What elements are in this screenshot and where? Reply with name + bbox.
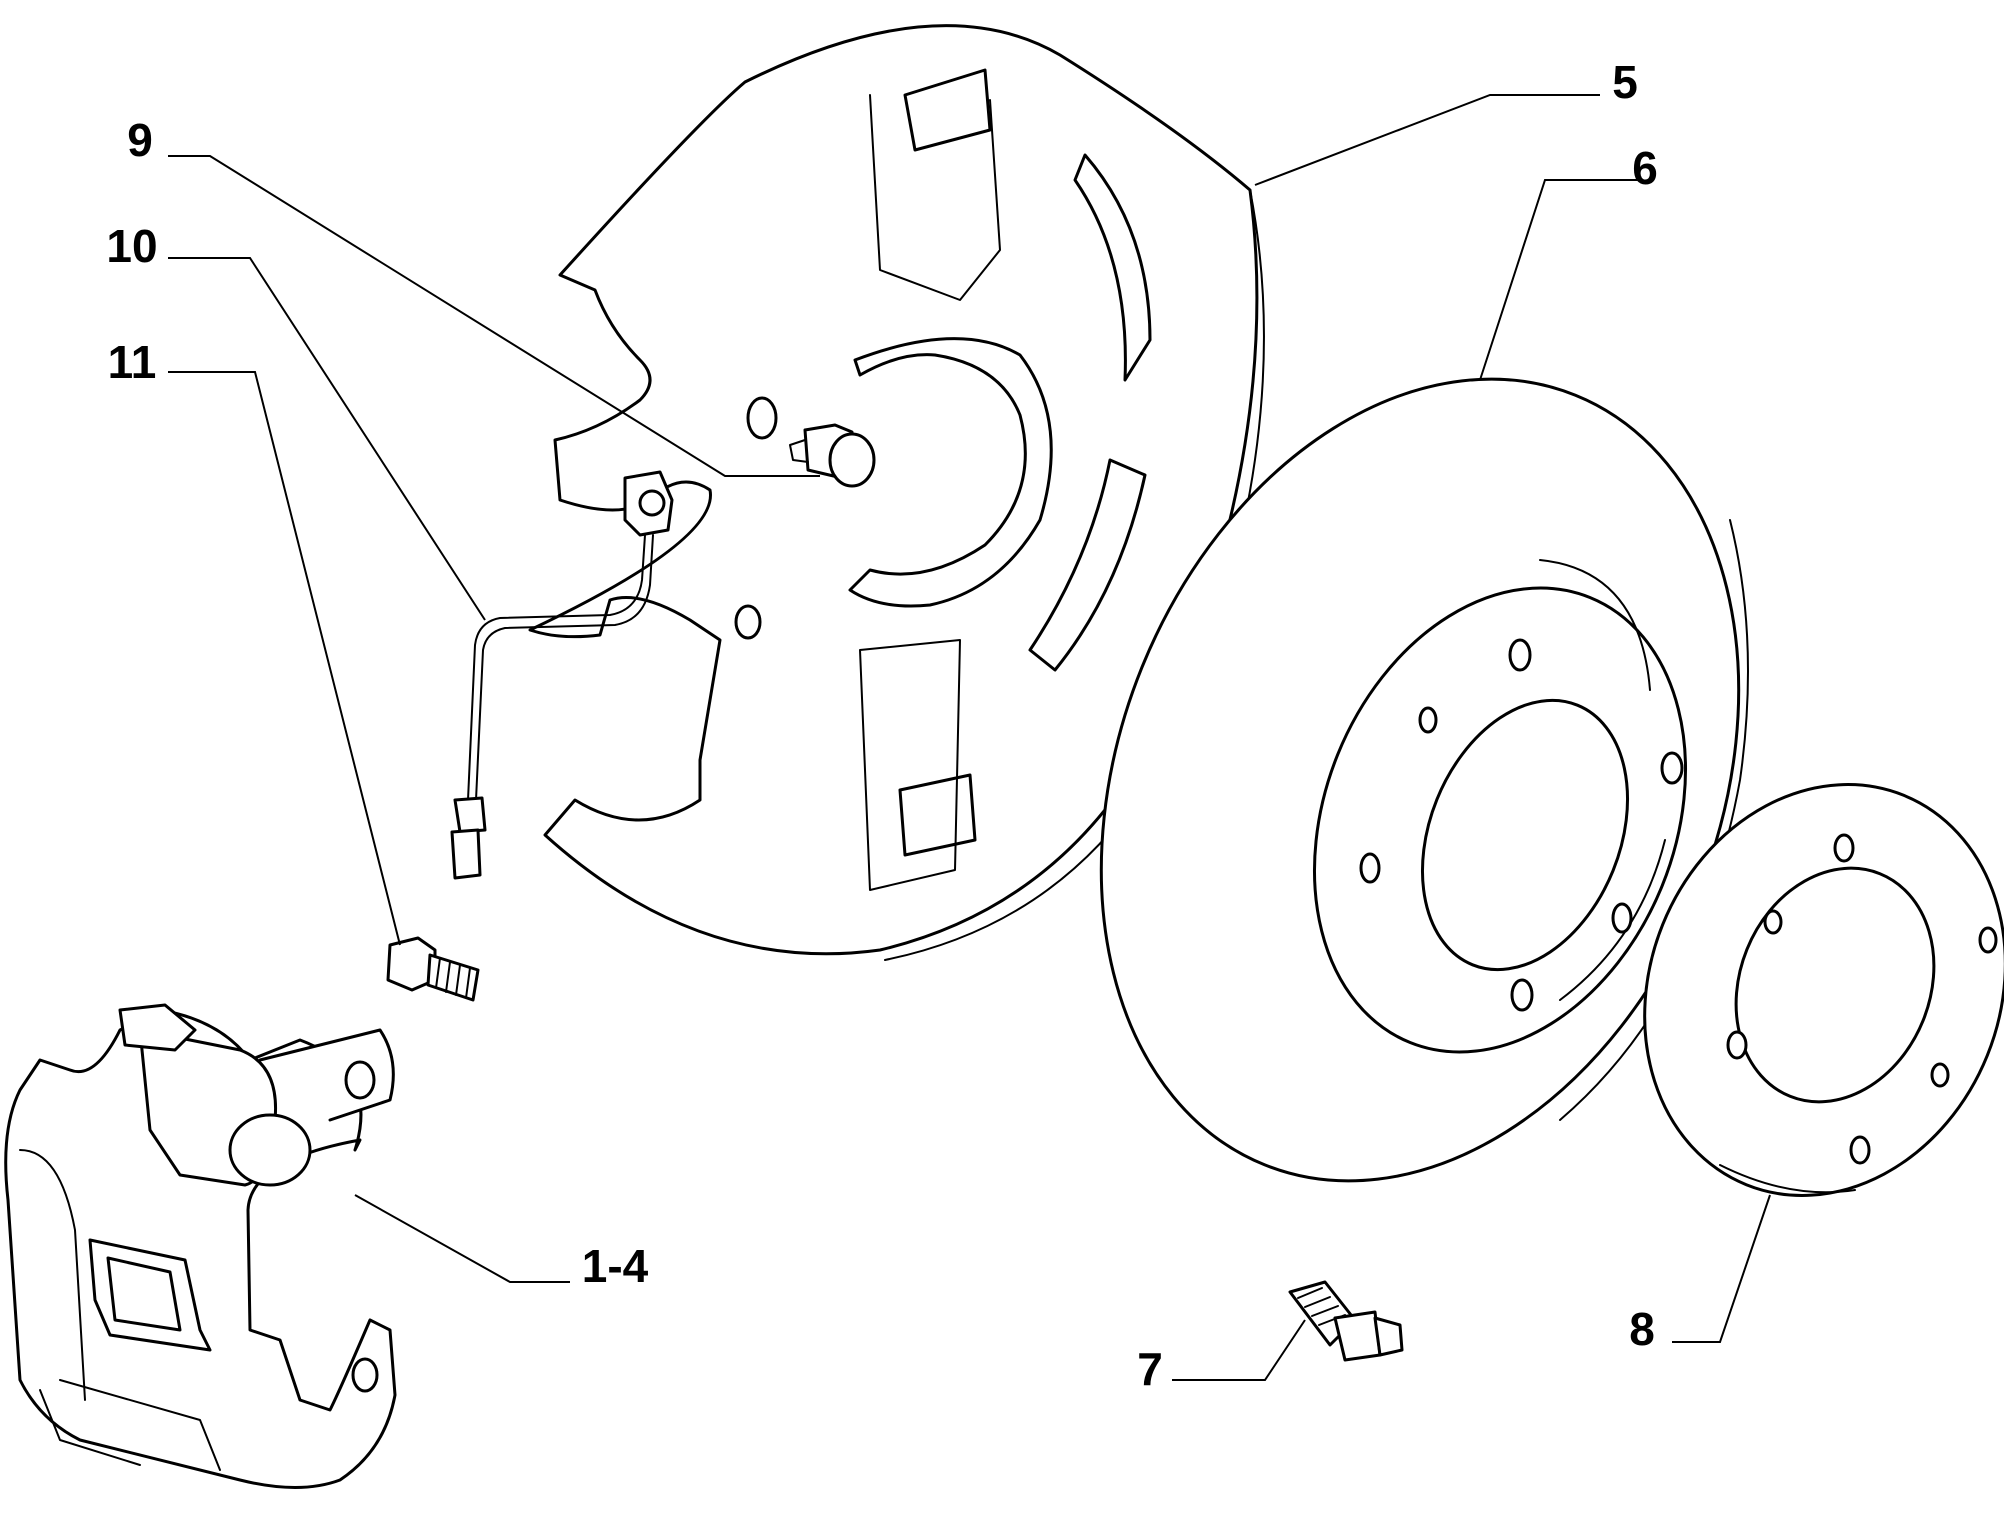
callout-labels: 5 6 9 10 11 1-4 7 8	[106, 56, 1657, 1395]
callout-7: 7	[1137, 1343, 1163, 1395]
leader-11	[168, 371, 401, 946]
callout-1-4: 1-4	[582, 1240, 649, 1292]
brake-disc	[1099, 377, 1749, 1183]
leader-7	[1172, 1319, 1306, 1381]
wear-sensor	[450, 470, 674, 880]
callout-6: 6	[1632, 142, 1658, 194]
spacer-ring	[1643, 783, 2004, 1197]
callout-11: 11	[108, 336, 157, 388]
callout-9: 9	[127, 114, 153, 166]
leader-8	[1672, 1194, 1771, 1343]
leader-10	[168, 257, 486, 621]
dust-shield	[528, 24, 1265, 961]
caliper-bolt	[386, 936, 480, 1002]
leader-lines	[168, 94, 1771, 1381]
leader-1-4	[354, 1194, 570, 1283]
leader-9	[168, 155, 820, 477]
wheel-stud	[1288, 1280, 1404, 1362]
callout-8: 8	[1629, 1303, 1655, 1355]
callout-5: 5	[1612, 56, 1638, 108]
callout-10: 10	[106, 220, 157, 272]
shield-bolt	[789, 423, 876, 488]
leader-5	[1254, 94, 1600, 186]
brake-caliper	[4, 1003, 397, 1489]
leader-6	[1479, 179, 1640, 381]
